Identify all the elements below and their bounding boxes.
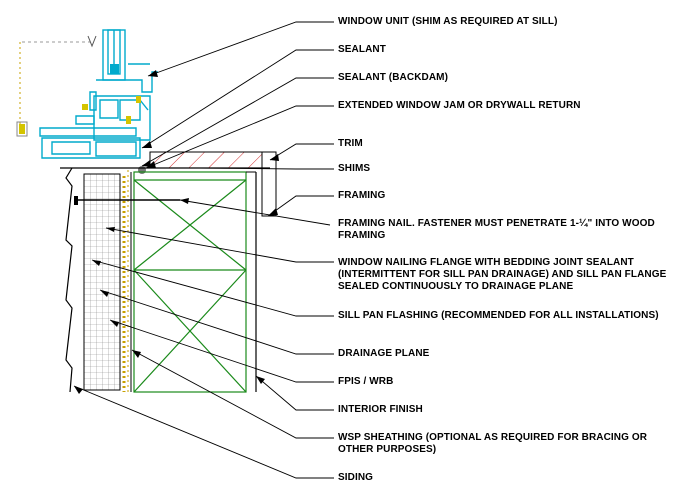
label-siding: SIDING bbox=[338, 472, 374, 483]
label-interior-finish: INTERIOR FINISH bbox=[338, 404, 423, 415]
label-extended-jamb: EXTENDED WINDOW JAM OR DRYWALL RETURN bbox=[338, 100, 581, 111]
existing-wall-dashes bbox=[19, 35, 97, 130]
label-drainage-plane: DRAINAGE PLANE bbox=[338, 348, 430, 359]
label-nailing-flange-line2: (INTERMITTENT FOR SILL PAN DRAINAGE) AND… bbox=[338, 269, 667, 280]
label-fpis-wrb: FPIS / WRB bbox=[338, 376, 394, 387]
framing bbox=[133, 171, 247, 393]
siding bbox=[65, 167, 73, 393]
label-sealant-backdam: SEALANT (BACKDAM) bbox=[338, 72, 449, 83]
leader-arrowheads bbox=[74, 70, 279, 394]
label-nailing-flange-line1: WINDOW NAILING FLANGE WITH BEDDING JOINT… bbox=[338, 257, 634, 268]
window-unit bbox=[39, 29, 158, 159]
label-nailing-flange-line3: SEALED CONTINUOUSLY TO DRAINAGE PLANE bbox=[338, 281, 574, 292]
label-framing: FRAMING bbox=[338, 190, 386, 201]
sealant-bead bbox=[138, 166, 146, 174]
label-sealant: SEALANT bbox=[338, 44, 386, 55]
label-sill-pan: SILL PAN FLASHING (RECOMMENDED FOR ALL I… bbox=[338, 310, 659, 321]
label-wsp-sheathing-line2: OTHER PURPOSES) bbox=[338, 444, 437, 455]
label-shims: SHIMS bbox=[338, 163, 371, 174]
leader-lines bbox=[73, 21, 334, 479]
fpis-grid bbox=[83, 173, 121, 391]
label-trim: TRIM bbox=[338, 138, 363, 149]
label-wsp-sheathing-line1: WSP SHEATHING (OPTIONAL AS REQUIRED FOR … bbox=[338, 432, 648, 443]
label-window-unit: WINDOW UNIT (SHIM AS REQUIRED AT SILL) bbox=[338, 16, 558, 27]
label-framing-nail-line1: FRAMING NAIL. FASTENER MUST PENETRATE 1-… bbox=[338, 218, 655, 229]
label-wsp-sheathing: WSP SHEATHING (OPTIONAL AS REQUIRED FOR … bbox=[338, 432, 647, 456]
label-nailing-flange: WINDOW NAILING FLANGE WITH BEDDING JOINT… bbox=[338, 257, 666, 293]
label-framing-nail-line2: FRAMING bbox=[338, 230, 386, 241]
window-hardware bbox=[16, 96, 141, 137]
label-framing-nail: FRAMING NAIL. FASTENER MUST PENETRATE 1-… bbox=[338, 218, 655, 242]
